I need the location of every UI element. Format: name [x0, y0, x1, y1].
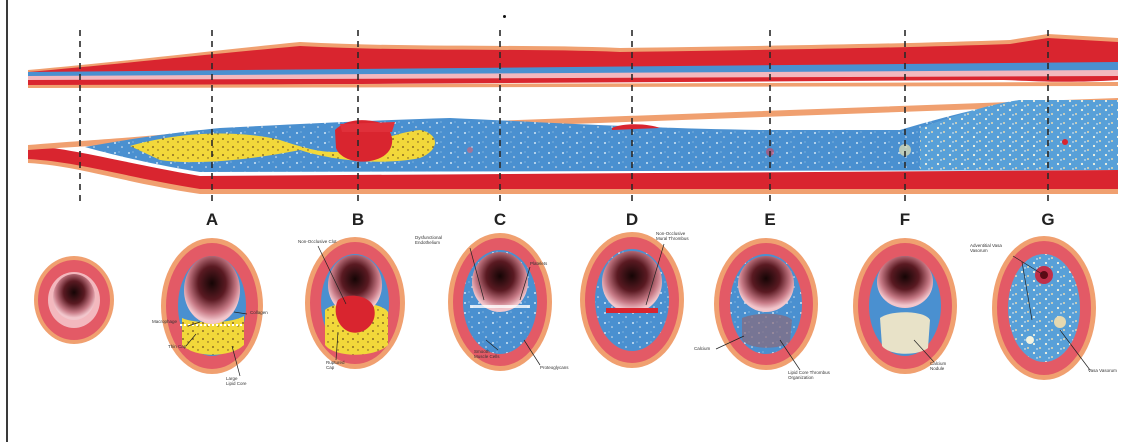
section-letter-d: D — [626, 210, 638, 230]
label-calcium-e: Calcium — [694, 347, 710, 352]
section-letter-g: G — [1041, 210, 1054, 230]
label-thrombus-organization: Lipid Core Thrombus Organization — [788, 371, 850, 380]
cross-section-f — [853, 238, 957, 374]
section-letter-c: C — [494, 210, 506, 230]
section-letter-a: A — [206, 210, 218, 230]
section-letter-b: B — [352, 210, 364, 230]
label-mural-thrombus: Non-Occlusive Mural Thrombus — [656, 232, 696, 241]
top-marker-dot — [503, 15, 506, 18]
label-non-occlusive-clot: Non-Occlusive Clot — [298, 240, 337, 245]
label-proteoglycans: Proteoglycans — [540, 366, 569, 371]
label-macrophage: Macrophage — [152, 320, 177, 325]
section-letter-f: F — [900, 210, 910, 230]
label-smooth-muscle: Smooth Muscle Cells — [474, 350, 504, 359]
diseased-vessel-longitudinal — [28, 98, 1118, 194]
label-collagen: Collagen — [250, 311, 268, 316]
cross-section-a — [161, 238, 263, 374]
cross-section-e — [714, 238, 818, 370]
label-platelets: Platelets — [530, 262, 547, 267]
normal-vessel-longitudinal — [28, 34, 1118, 88]
cross-section-b — [305, 237, 405, 369]
section-letter-e: E — [764, 210, 775, 230]
label-vasa-vasorum: Vasa Vasorum — [1088, 369, 1117, 374]
label-adventitial-vasa-vasorum: Adventitial Vasa Vasorum — [970, 244, 1008, 253]
label-dysfunctional-endothelium: Dysfunctional Endothelium — [415, 236, 461, 245]
label-lipid-core: Large Lipid Core — [226, 377, 248, 386]
label-ruptured-cap: Ruptured Cap — [326, 361, 344, 370]
label-thin-cap: Thin Cap — [168, 345, 186, 350]
cross-section-normal — [34, 256, 114, 344]
cross-section-g — [992, 236, 1096, 380]
label-calcium-nodule: Calcium Nodule — [930, 362, 950, 371]
cross-section-d — [580, 232, 684, 368]
